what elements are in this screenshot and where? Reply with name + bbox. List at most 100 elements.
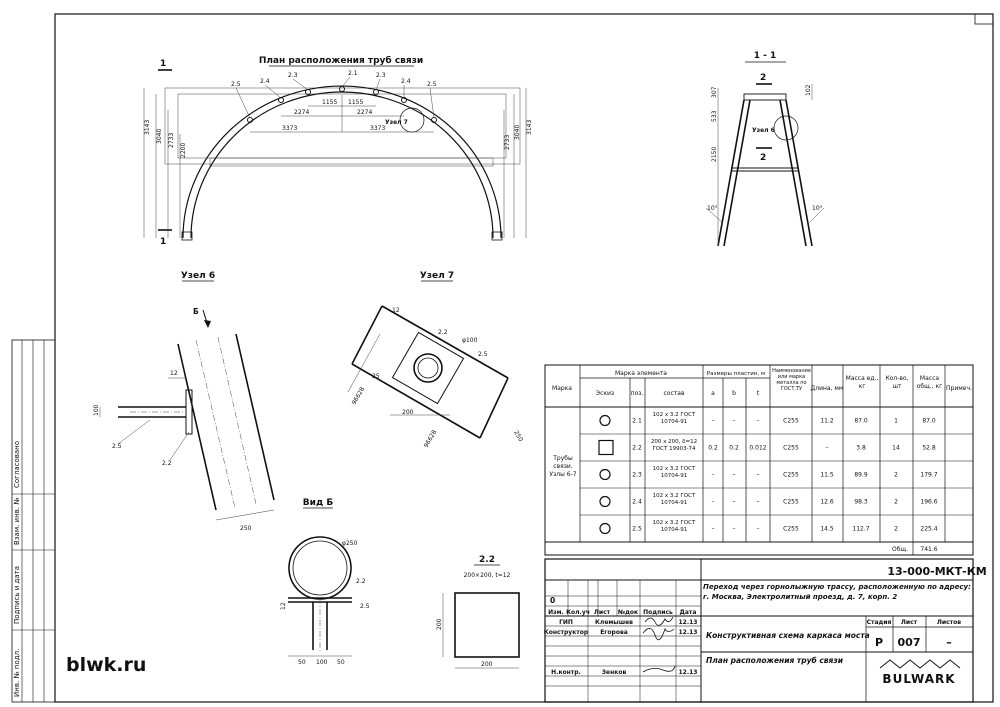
spec-cell-steel: С255 xyxy=(783,418,799,425)
tb-col-podp: Подпись xyxy=(643,609,673,616)
spec-cell-qty: 1 xyxy=(894,418,898,425)
plan-pos-label: 2.5 xyxy=(231,81,241,88)
spec-cell-qty: 2 xyxy=(894,526,898,533)
spec-cell-qty: 2 xyxy=(894,472,898,479)
tb-code: 13-000-МКТ-КМ xyxy=(887,565,986,578)
spec-header-mass-total: Масса общ., кг xyxy=(916,375,943,390)
node-7-detail: Узел 7 12 2.2 φ100 2.5 25 96628 200 9662… xyxy=(347,271,524,449)
node6-dim: 250 xyxy=(240,525,252,532)
plan-vdim-left: 2733 xyxy=(168,133,175,148)
spec-cell-b: – xyxy=(733,472,736,479)
node7-dim: 96628 xyxy=(351,386,367,406)
spec-cell-mass: 112.7 xyxy=(852,526,869,533)
spec-header-b: b xyxy=(732,390,736,397)
viewb-dim: 12 xyxy=(280,602,287,610)
plan-dim: 2274 xyxy=(294,109,309,116)
tb-sheet-label: Лист xyxy=(901,619,918,626)
node6-dim: 12 xyxy=(170,370,178,377)
side-stamp-agreed: Согласовано xyxy=(13,441,21,488)
tb-stage-label: Стадия xyxy=(867,619,892,626)
plan-pos-label: 2.1 xyxy=(348,70,358,77)
plan-dim: 1155 xyxy=(322,99,337,106)
node6-dim: 2.2 xyxy=(162,460,172,467)
spec-cell-b: – xyxy=(733,526,736,533)
spec-cell-a: – xyxy=(712,526,715,533)
plan-pos-label: 2.4 xyxy=(260,78,270,85)
node7-title: Узел 7 xyxy=(420,271,454,281)
spec-cell-length: 12.6 xyxy=(820,499,834,506)
spec-cell-length: 11.2 xyxy=(820,418,834,425)
view-b-detail: Вид Б φ250 2.2 2.5 12 50 100 50 xyxy=(280,498,370,666)
viewb-dim: 2.5 xyxy=(360,603,370,610)
node7-dim: 12 xyxy=(392,307,400,314)
spec-cell-mass: 3.8 xyxy=(856,445,866,452)
side-stamp: Согласовано Взам. инв. № Подпись и дата … xyxy=(11,339,56,703)
spec-header-mass-unit-wrap: Масса ед., кг xyxy=(845,375,879,390)
spec-cell-comp: 200 х 200, δ=12 ГОСТ 19903-74 xyxy=(650,439,698,452)
spec-cell-total: 52.8 xyxy=(922,445,936,452)
node7-dim: 96628 xyxy=(423,429,439,449)
plan-pos-label: 2.5 xyxy=(427,81,437,88)
section-title: 1 - 1 xyxy=(754,51,777,61)
node6-title: Узел 6 xyxy=(181,271,215,281)
spec-cell-b: – xyxy=(733,418,736,425)
spec-cell-steel: С255 xyxy=(783,526,799,533)
spec-header-note: Примеч. xyxy=(946,385,972,392)
sketch-circle-icon xyxy=(599,414,611,427)
view-b-arrow-label: Б xyxy=(193,307,199,316)
spec-cell-comp-wrap: 200 х 200, δ=12 ГОСТ 19903-74 xyxy=(650,439,698,452)
spec-cell-pos: 2.5 xyxy=(632,526,642,533)
view-b-title: Вид Б xyxy=(303,498,334,508)
spec-cell-steel: С255 xyxy=(783,472,799,479)
tb-project: Переход через горнолыжную трассу, распол… xyxy=(703,583,971,601)
spec-cell-a: 0.2 xyxy=(708,445,718,452)
spec-cell-b: 0.2 xyxy=(729,445,739,452)
frame-corner-box xyxy=(974,13,994,25)
spec-header-sketch: Эскиз xyxy=(596,390,614,397)
signature-gip xyxy=(644,616,674,626)
tb-col-ndok: №док xyxy=(618,609,638,616)
spec-cell-t: 0.012 xyxy=(749,445,766,452)
spec-total-value: 741.6 xyxy=(920,546,937,553)
tb-date2: 12.13 xyxy=(679,629,698,636)
detail22-dim: 200 xyxy=(481,661,493,668)
side-stamp-sign-date: Подпись и дата xyxy=(13,566,21,624)
title-block: 0 Изм. Кол.уч Лист №док Подпись Дата ГИП… xyxy=(544,558,987,703)
spec-cell-comp: 102 х 3.2 ГОСТ 10704-91 xyxy=(652,520,696,533)
spec-cell-t: – xyxy=(757,472,760,479)
plan-dim: 2274 xyxy=(357,109,372,116)
plan-vdim-right: 3143 xyxy=(526,120,533,135)
section-mark-top: 1 xyxy=(160,59,166,69)
spec-header-naming: Наименование или марка металла по ГОСТ,Т… xyxy=(772,368,811,392)
plan-dim: 3373 xyxy=(370,125,385,132)
tb-sheets: – xyxy=(946,636,952,649)
detail22-title: 2.2 xyxy=(479,555,495,565)
detail22-dim: 200 xyxy=(436,618,443,630)
node7-dim: 25 xyxy=(372,373,380,380)
tb-col-koluch: Кол.уч xyxy=(566,609,590,616)
node6-dim: 100 xyxy=(93,404,100,416)
tb-role1: ГИП xyxy=(559,619,573,626)
plan-vdim-right: 2733 xyxy=(504,135,511,150)
sketch-circle-icon xyxy=(599,522,611,535)
plan-dim: 3373 xyxy=(282,125,297,132)
spec-header-mass-unit: Масса ед., кг xyxy=(845,375,879,390)
spec-cell-total: 179.7 xyxy=(920,472,937,479)
plan-vdim-right: 3040 xyxy=(514,125,521,140)
spec-total-label: Общ. xyxy=(892,546,908,553)
tb-role2: Конструктор xyxy=(544,629,589,636)
spec-cell-pos: 2.1 xyxy=(632,418,642,425)
section-node6-label: Узел 6 xyxy=(752,127,775,134)
node7-dim: 2.5 xyxy=(478,351,488,358)
spec-cell-pos: 2.2 xyxy=(632,445,642,452)
spec-cell-b: – xyxy=(733,499,736,506)
spec-header-element: Марка элемента xyxy=(615,370,667,377)
spec-cell-a: – xyxy=(712,418,715,425)
tb-name3: Зенков xyxy=(602,669,627,676)
spec-cell-length: 11.5 xyxy=(820,472,834,479)
viewb-dim: 100 xyxy=(316,659,328,666)
plan-dim: 1155 xyxy=(348,99,363,106)
